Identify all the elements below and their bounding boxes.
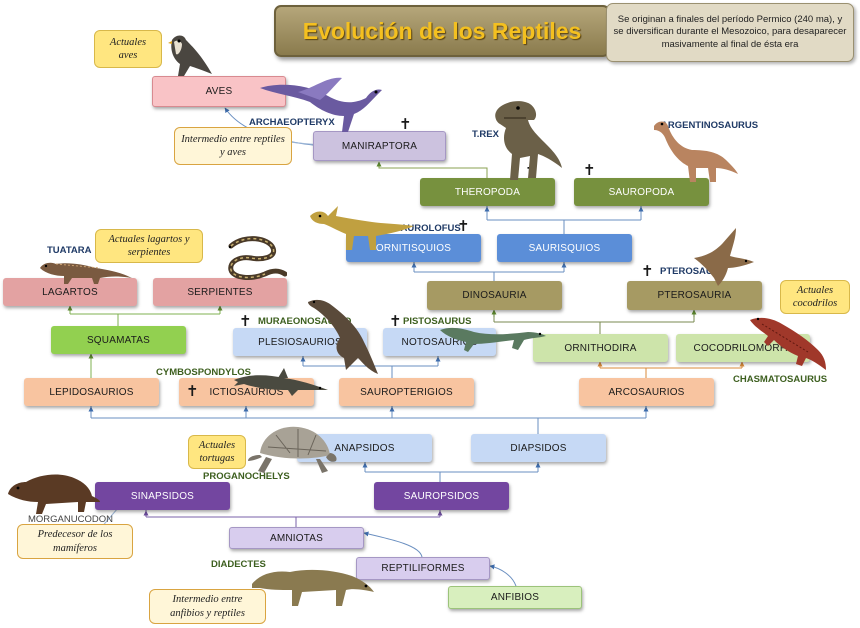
node-amniotas[interactable]: AMNIOTAS (229, 527, 364, 549)
link-sauropsidos-split (364, 462, 539, 482)
extinct-mark-ornitisquios: ✝ (457, 218, 470, 235)
link-amniotas-split (145, 510, 441, 527)
label-morganucodon: MORGANUCODON (28, 514, 113, 525)
node-squamatas[interactable]: SQUAMATAS (51, 326, 186, 354)
label-muraeonosaurio: MURAEONOSAURIO (258, 316, 352, 327)
note-actuales-tortugas: Actuales tortugas (188, 435, 246, 469)
argentinosaurus-icon (654, 121, 738, 182)
archaeopteryx-icon (260, 77, 382, 132)
note-actuales-lagartos: Actuales lagartos y serpientes (95, 229, 203, 263)
link-diapsidos-split (90, 406, 647, 434)
node-lagartos[interactable]: LAGARTOS (3, 278, 137, 306)
label-diadectes: DIADECTES (211, 559, 266, 570)
link-squamatas-split (69, 306, 221, 326)
node-aves[interactable]: AVES (152, 76, 286, 107)
crocodile-icon (750, 317, 826, 370)
node-sauropterigios[interactable]: SAUROPTERIGIOS (339, 378, 474, 406)
node-sauropsidos[interactable]: SAUROPSIDOS (374, 482, 509, 510)
diadectes-icon (252, 569, 374, 606)
node-anfibios[interactable]: ANFIBIOS (448, 586, 582, 609)
label-argentinosaurus: ARGENTINOSAURUS (661, 120, 759, 131)
label-proganochelys: PROGANOCHELYS (203, 471, 290, 482)
plesiosaur-icon (308, 299, 378, 374)
note-archaeopteryx: Intermedio entre reptiles y aves (174, 127, 292, 165)
tuatara-icon (40, 262, 132, 284)
label-parasaurolofus: PARASAUROLOFUS (368, 223, 461, 234)
note-diadectes: Intermedio entre anfibios y reptiles (149, 589, 266, 624)
link-anfibios-reptil (489, 564, 517, 587)
extinct-mark-pterosauria: ✝ (641, 263, 654, 280)
extinct-mark-notosaurios: ✝ (389, 313, 402, 330)
node-serpientes[interactable]: SERPIENTES (153, 278, 287, 306)
note-actuales-cocodrilos: Actuales cocodrilos (780, 280, 850, 314)
link-arco-split (599, 362, 743, 378)
node-sinapsidos[interactable]: SINAPSIDOS (95, 482, 230, 510)
node-maniraptora[interactable]: MANIRAPTORA (313, 131, 446, 161)
pterosaur-icon (694, 228, 754, 286)
morganucodon-icon (8, 474, 100, 514)
extinct-mark-plesiosaurios: ✝ (239, 313, 252, 330)
label-archaeopteryx: ARCHAEOPTERYX (249, 117, 335, 128)
node-reptiliformes[interactable]: REPTILIFORMES (356, 557, 490, 580)
note-actuales-aves: Actuales aves (94, 30, 162, 68)
label-tuatara: TUATARA (47, 245, 92, 256)
page-title: Evolución de los Reptiles (274, 5, 610, 57)
link-reptil-amniotas (363, 531, 423, 558)
link-thero-mani (376, 161, 488, 178)
extinct-mark-maniraptora: ✝ (399, 116, 412, 133)
falcon-icon (168, 35, 212, 76)
ichthyosaur-icon (234, 368, 328, 396)
node-sauropoda[interactable]: SAUROPODA (574, 178, 709, 206)
snake-icon (228, 236, 287, 280)
node-saurisquios[interactable]: SAURISQUIOS (497, 234, 632, 262)
note-predecesor-mamiferos: Predecesor de los mamíferos (17, 524, 133, 559)
extinct-mark-ictiosaurios: ✝ (186, 383, 199, 400)
label-cymbospondylos: CYMBOSPONDYLOS (156, 367, 252, 378)
node-dinosauria[interactable]: DINOSAURIA (427, 281, 562, 310)
link-ornithodira-split (493, 310, 695, 334)
extinct-mark-sauropoda: ✝ (583, 162, 596, 179)
node-theropoda[interactable]: THEROPODA (420, 178, 555, 206)
trex-icon (495, 101, 562, 180)
label-chasmatosaurus: CHASMATOSAURUS (733, 374, 828, 385)
link-dino-split (413, 262, 565, 281)
period-description: Se originan a finales del período Permic… (606, 3, 854, 62)
nothosaur-icon (440, 327, 546, 352)
label-trex: T.REX (472, 129, 499, 140)
node-pterosauria[interactable]: PTEROSAURIA (627, 281, 762, 310)
label-pistosaurus: PISTOSAURUS (403, 316, 472, 327)
node-diapsidos[interactable]: DIAPSIDOS (471, 434, 606, 462)
node-lepidosaurios[interactable]: LEPIDOSAURIOS (24, 378, 159, 406)
turtle-icon (248, 426, 337, 473)
parasaurolophus-icon (310, 206, 414, 250)
node-arcosaurios[interactable]: ARCOSAURIOS (579, 378, 714, 406)
link-sauris-split (486, 206, 642, 234)
node-ornithodira[interactable]: ORNITHODIRA (533, 334, 668, 362)
label-pterosaur: PTEROSAUR (660, 266, 720, 277)
